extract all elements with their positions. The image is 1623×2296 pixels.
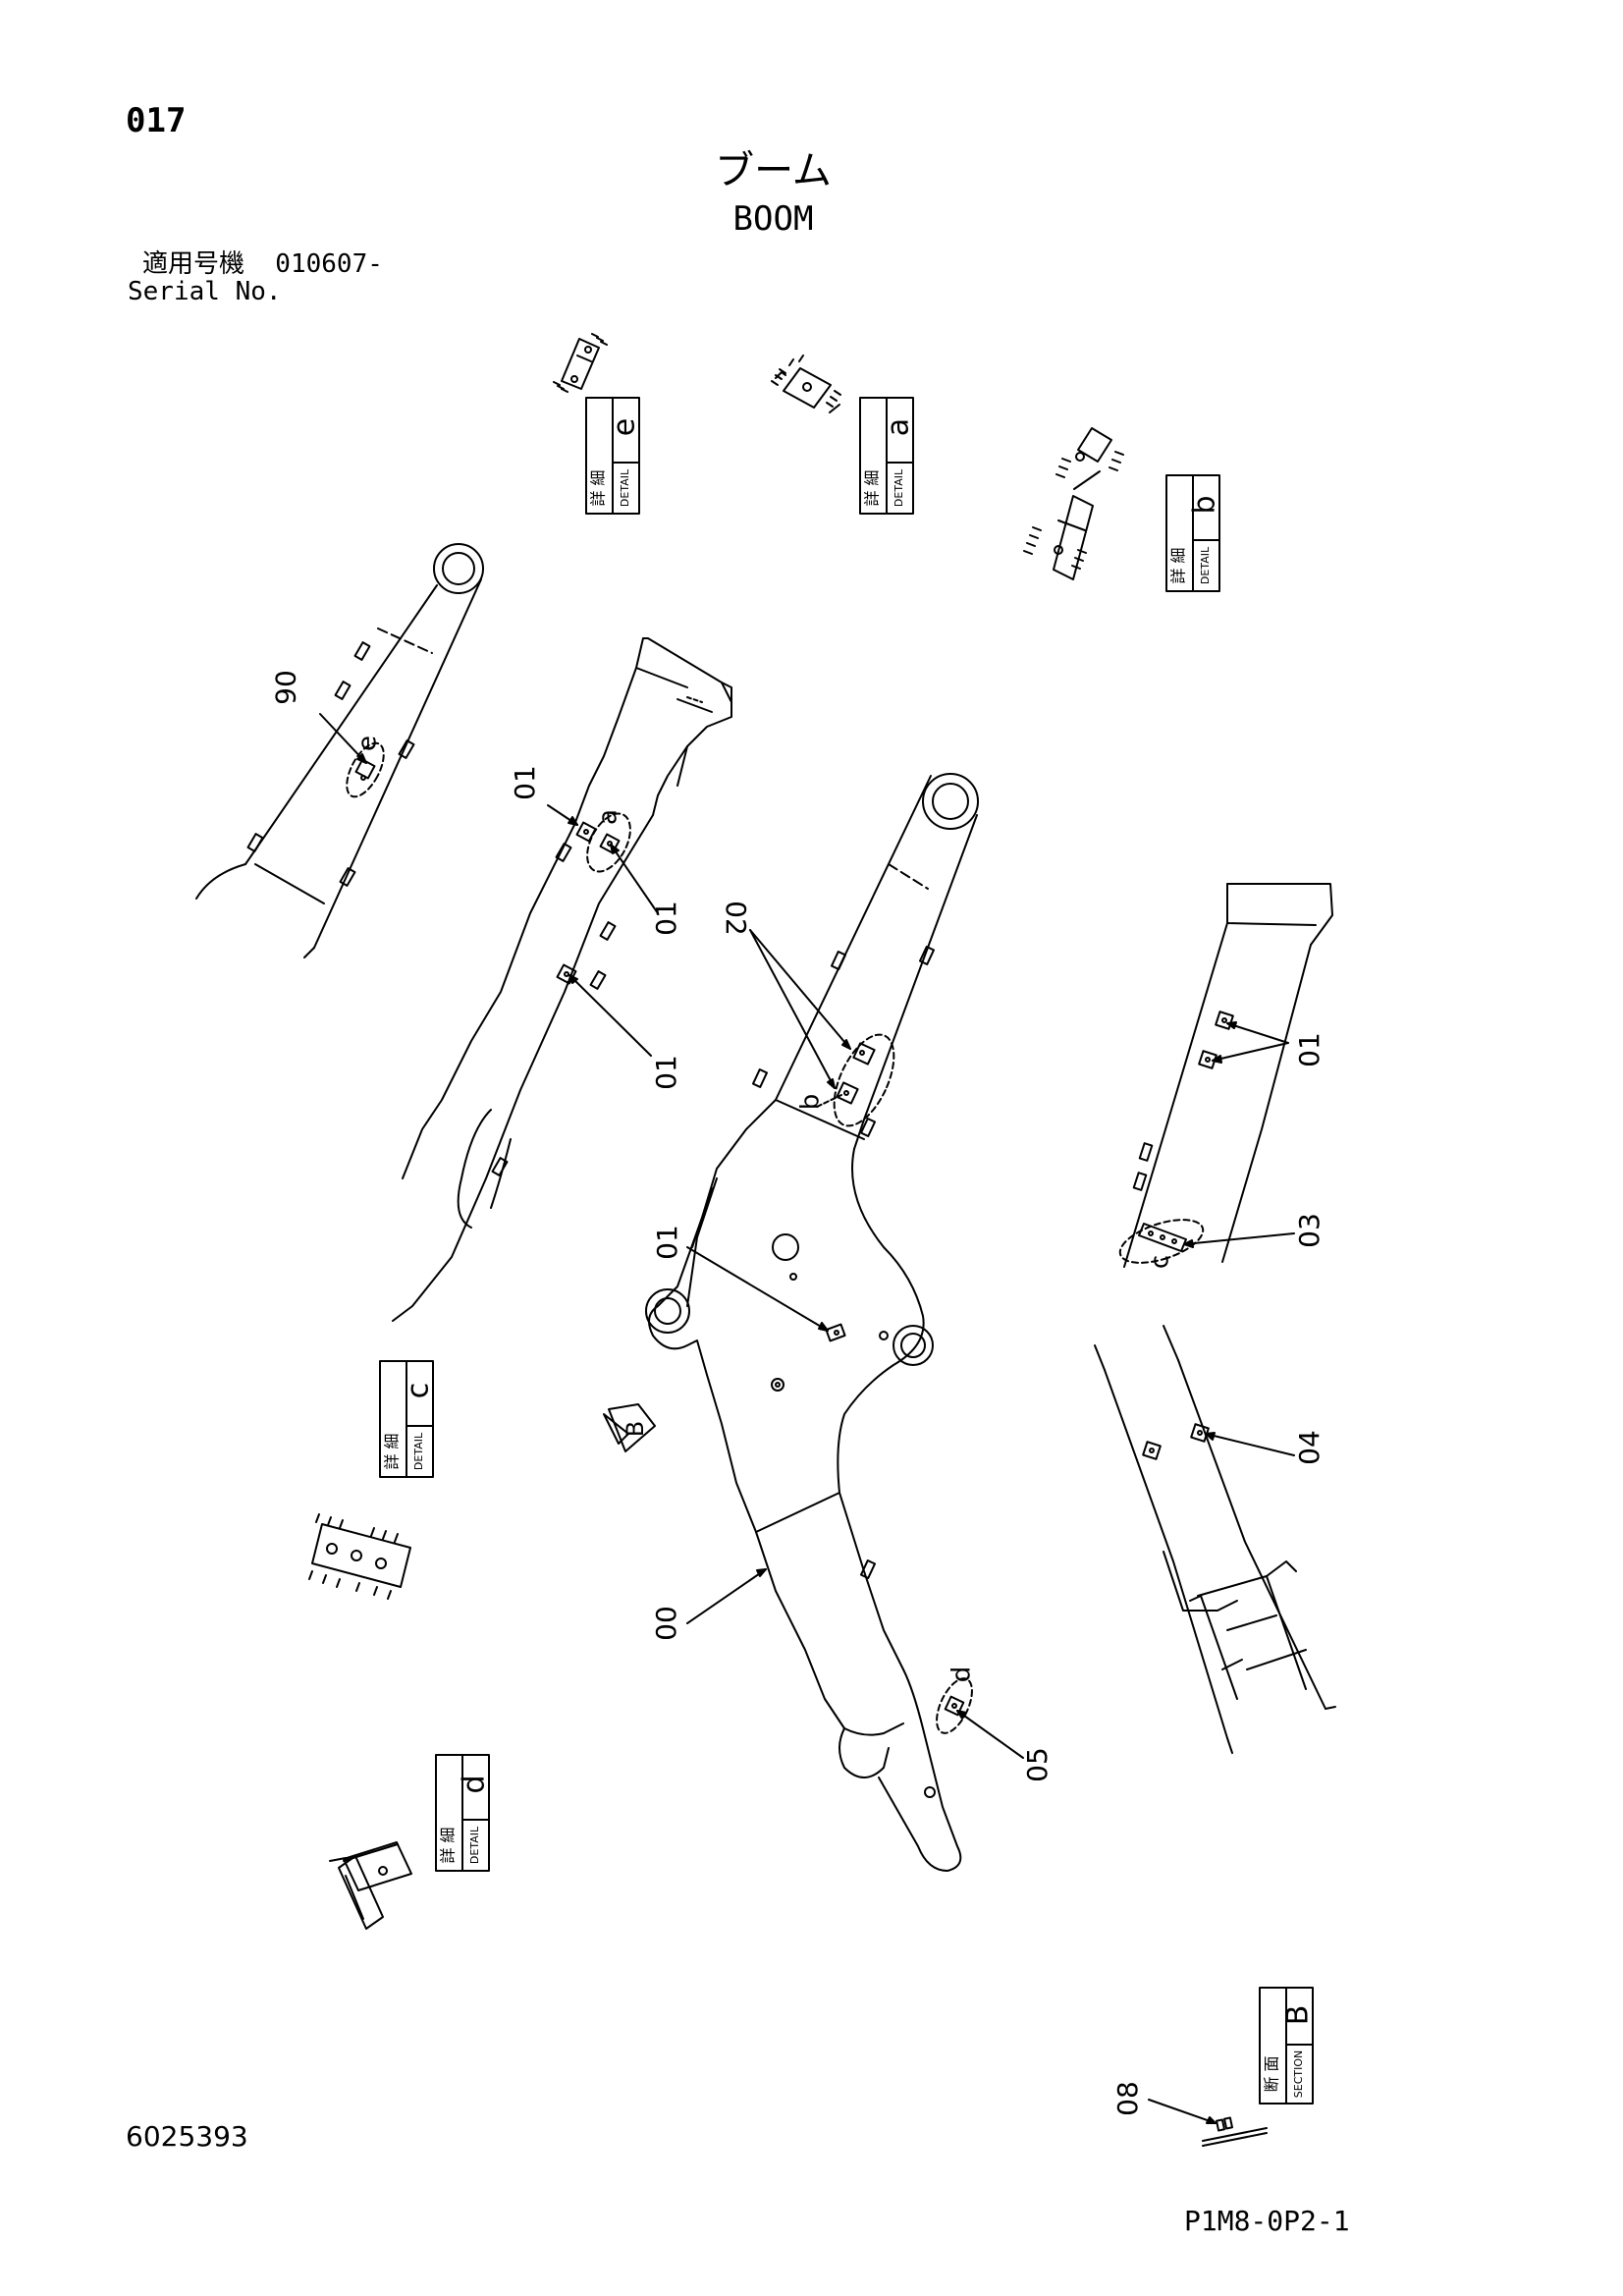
detail-box-b: b 詳 細 DETAIL	[1165, 474, 1222, 592]
callout-08: 08	[1111, 2081, 1144, 2116]
leader-lines	[319, 713, 1295, 2124]
detail-box-d: d 詳 細 DETAIL	[435, 1754, 492, 1872]
detail-box-e-en: DETAIL	[619, 468, 631, 507]
callout-02: 02	[720, 901, 752, 936]
detail-letter-labels: e a b c d	[353, 736, 1175, 1682]
detail-sketch-b	[1023, 427, 1124, 580]
detail-sketch-d	[329, 1841, 412, 1930]
detail-box-d-letter: d	[458, 1775, 492, 1793]
detail-box-a-letter: a	[882, 418, 916, 436]
title-english: BOOM	[732, 199, 814, 239]
detail-box-e-letter: e	[608, 418, 642, 436]
boom-side-view-upper-right	[1118, 883, 1333, 1268]
detail-box-c: c 詳 細 DETAIL	[379, 1360, 436, 1478]
detail-box-e: e 詳 細 DETAIL	[585, 397, 642, 515]
view-arrow-b-label: B	[622, 1421, 649, 1437]
detail-box-d-en: DETAIL	[468, 1826, 481, 1864]
callout-04: 04	[1293, 1430, 1325, 1465]
figure-code: P1M8-0P2-1	[1184, 2205, 1350, 2237]
detail-letter-d: d	[947, 1667, 977, 1683]
detail-box-a: a 詳 細 DETAIL	[859, 397, 916, 515]
detail-letter-a: a	[594, 809, 623, 825]
detail-box-a-en: DETAIL	[893, 468, 905, 507]
section-box-jp: 断 面	[1263, 2055, 1281, 2092]
callout-labels: 06 01 01 01 02 01 00 05 01 03 04 08	[269, 670, 1325, 2116]
detail-box-b-jp: 詳 細	[1169, 547, 1188, 583]
detail-sketch-c	[308, 1513, 411, 1600]
page-number: 017	[126, 101, 187, 140]
boom-arm-upper-middle	[392, 637, 732, 1322]
view-arrow-b	[603, 1403, 656, 1452]
detail-box-b-en: DETAIL	[1199, 546, 1212, 584]
detail-letter-c: c	[1146, 1255, 1175, 1269]
boom-main-body	[603, 773, 979, 1872]
section-box-b: B 断 面 SECTION	[1259, 1987, 1316, 2105]
boom-arm-upper-left	[195, 543, 484, 958]
callout-05: 05	[1021, 1747, 1054, 1782]
serial-label-english: Serial No.	[128, 277, 282, 306]
callout-00: 00	[650, 1606, 682, 1641]
callout-01-d: 01	[651, 1225, 683, 1260]
callout-01-a: 01	[509, 765, 541, 800]
detail-letter-e: e	[353, 736, 383, 751]
section-box-en: SECTION	[1292, 2050, 1305, 2098]
detail-box-c-en: DETAIL	[412, 1432, 425, 1470]
detail-box-b-letter: b	[1188, 495, 1222, 514]
callout-01-b: 01	[650, 901, 682, 936]
callout-03: 03	[1293, 1213, 1325, 1248]
callout-01-c: 01	[650, 1055, 682, 1090]
title-japanese: ブーム	[715, 148, 832, 193]
boom-side-view-lower-right	[1094, 1325, 1336, 1754]
serial-label-japanese: 適用号機 010607-	[142, 249, 383, 279]
callout-01-e: 01	[1293, 1032, 1325, 1067]
detail-box-c-letter: c	[402, 1383, 436, 1399]
detail-box-a-jp: 詳 細	[863, 469, 882, 506]
detail-box-c-jp: 詳 細	[383, 1433, 402, 1469]
document-number: 6025393	[126, 2120, 248, 2153]
detail-box-d-jp: 詳 細	[439, 1827, 458, 1863]
detail-letter-b: b	[796, 1094, 826, 1111]
section-b-sketch	[1202, 2116, 1268, 2147]
detail-sketch-e	[553, 333, 608, 393]
section-box-letter: B	[1281, 2005, 1316, 2026]
detail-sketch-a	[771, 355, 841, 413]
callout-06: 06	[269, 670, 301, 705]
detail-box-e-jp: 詳 細	[589, 469, 608, 506]
